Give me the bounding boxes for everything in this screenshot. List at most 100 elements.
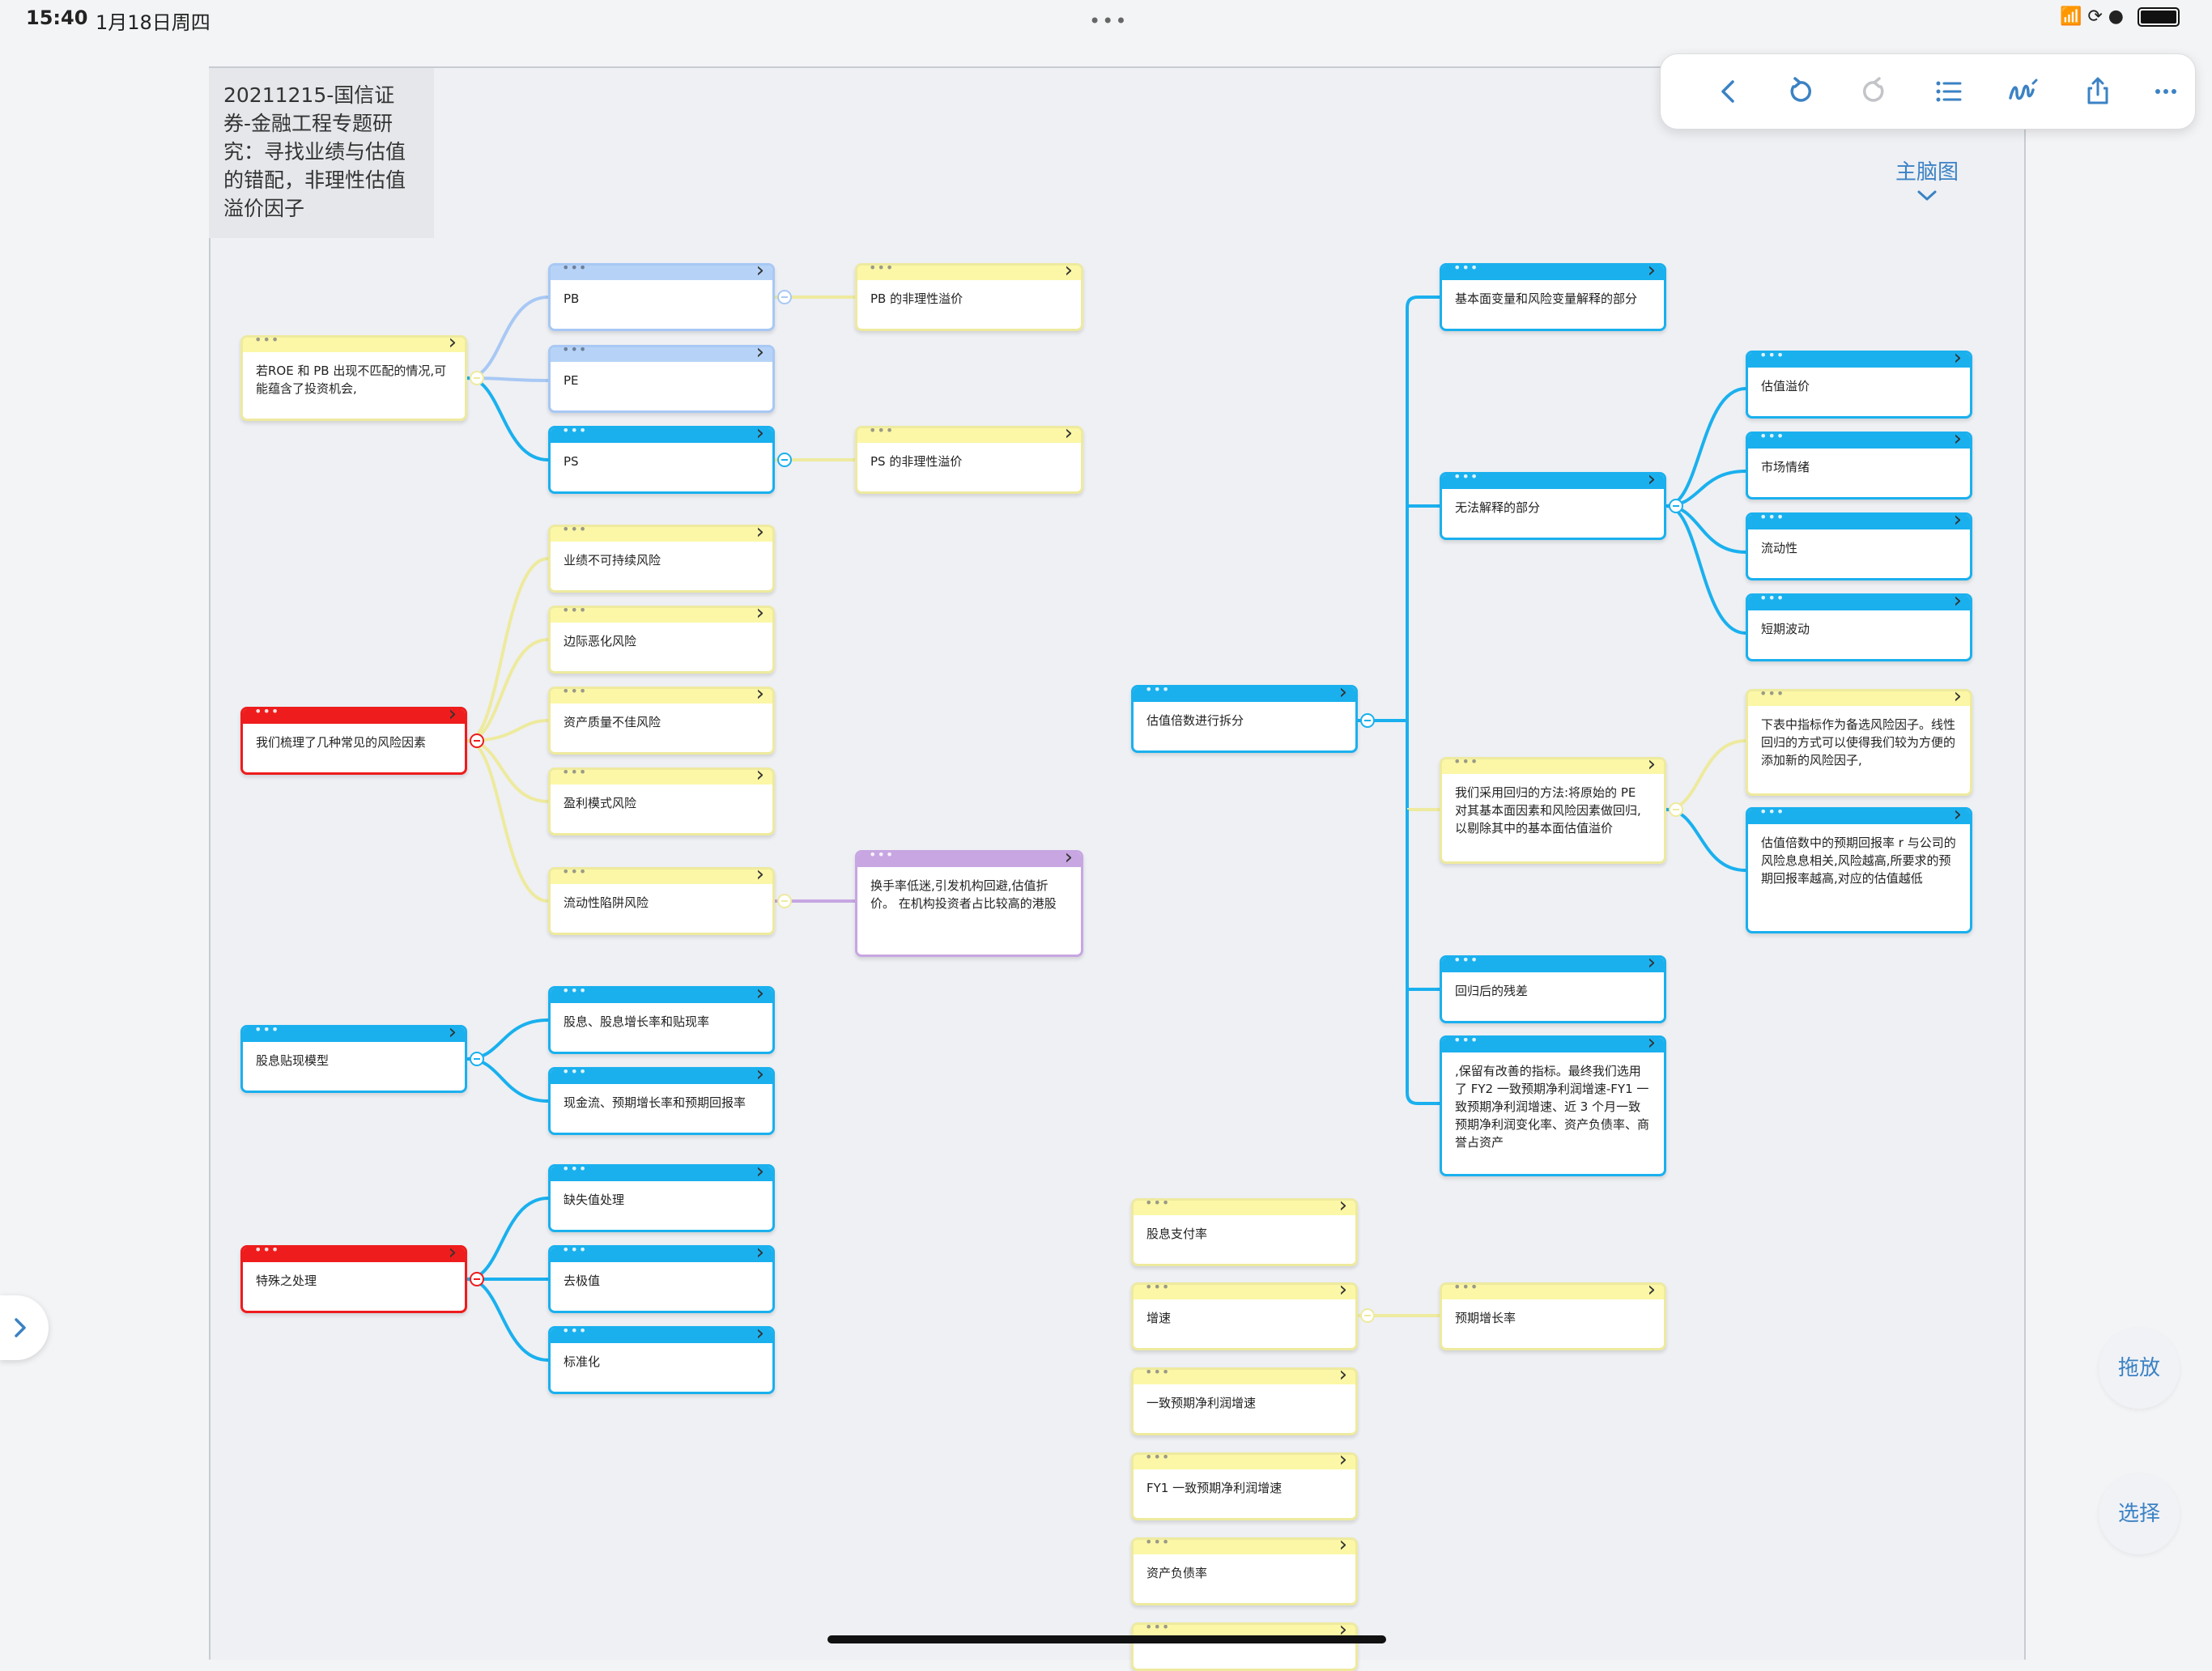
node-metric[interactable]: 资产负债率 (1131, 1537, 1358, 1605)
node-decompose[interactable]: 估值倍数进行拆分 (1131, 685, 1358, 753)
node-text: 若ROE 和 PB 出现不匹配的情况,可能蕴含了投资机会, (256, 364, 447, 396)
node-pe[interactable]: PE (548, 345, 775, 413)
node-special-item[interactable]: 标准化 (548, 1326, 775, 1394)
node-regression-item[interactable]: 下表中指标作为备选风险因子。线性回归的方式可以使得我们较为方便的添加新的风险因子… (1746, 689, 1972, 796)
more-button[interactable] (2143, 69, 2189, 114)
node-text: 我们采用回归的方法:将原始的 PE 对其基本面因素和风险因素做回归,以剔除其中的… (1455, 785, 1641, 836)
node-pb[interactable]: PB (548, 263, 775, 331)
pen-button[interactable] (2001, 69, 2046, 114)
back-button[interactable] (1706, 69, 1751, 114)
node-text: PB (564, 291, 580, 306)
status-bar: 15:40 1月18日周四 ••• 📶 ⟳ ● (0, 0, 2212, 39)
node-regression-item[interactable]: 估值倍数中的预期回报率 r 与公司的风险息息相关,风险越高,所要求的预期回报率越… (1746, 807, 1972, 933)
collapse-knob[interactable] (1360, 1308, 1375, 1323)
collapse-knob[interactable] (777, 894, 792, 908)
node-metric[interactable]: 股息支付率 (1131, 1198, 1358, 1266)
collapse-knob[interactable] (470, 733, 484, 748)
node-risk-item[interactable]: 业绩不可持续风险 (548, 525, 775, 593)
node-liquidity-note[interactable]: 换手率低迷,引发机构回避,估值折价。 在机构投资者占比较高的港股 (855, 850, 1083, 957)
node-unexplained-item[interactable]: 估值溢价 (1746, 351, 1972, 419)
node-text: 一致预期净利润增速 (1146, 1396, 1257, 1410)
undo-icon (1790, 77, 1812, 102)
status-icons: 📶 ⟳ ● (2060, 6, 2180, 27)
status-date: 1月18日周四 (96, 11, 211, 34)
node-risk-item[interactable]: 资产质量不佳风险 (548, 687, 775, 755)
node-ps[interactable]: PS (548, 426, 775, 494)
node-metric[interactable] (1131, 1622, 1358, 1671)
node-text: 我们梳理了几种常见的风险因素 (256, 735, 427, 750)
node-metric[interactable]: 增速 (1131, 1282, 1358, 1350)
collapse-knob[interactable] (470, 371, 484, 385)
collapse-knob[interactable] (470, 1052, 484, 1066)
outline-button[interactable] (1926, 69, 1972, 114)
node-special[interactable]: 特殊之处理 (240, 1245, 467, 1313)
node-text: PS (564, 454, 579, 469)
node-ddm[interactable]: 股息贴现模型 (240, 1025, 467, 1093)
node-text: PE (564, 373, 579, 388)
node-text: 基本面变量和风险变量解释的部分 (1455, 291, 1638, 306)
chevron-left-icon (1721, 80, 1734, 103)
collapse-knob[interactable] (1669, 499, 1683, 513)
node-unexplained-item[interactable]: 流动性 (1746, 512, 1972, 580)
node-text: 盈利模式风险 (564, 796, 637, 810)
node-risk-item[interactable]: 流动性陷阱风险 (548, 867, 775, 935)
view-mode-label: 主脑图 (1895, 160, 1959, 185)
redo-icon (1862, 77, 1884, 102)
collapse-knob[interactable] (470, 1272, 484, 1286)
node-regression[interactable]: 我们采用回归的方法:将原始的 PE 对其基本面因素和风险因素做回归,以剔除其中的… (1440, 757, 1666, 864)
node-text: 缺失值处理 (564, 1193, 625, 1207)
node-roe-mismatch[interactable]: 若ROE 和 PB 出现不匹配的情况,可能蕴含了投资机会, (240, 335, 467, 421)
node-special-item[interactable]: 去极值 (548, 1245, 775, 1313)
node-risk-factors[interactable]: 我们梳理了几种常见的风险因素 (240, 707, 467, 775)
node-growth-sub[interactable]: 预期增长率 (1440, 1282, 1666, 1350)
battery-icon (2138, 7, 2180, 27)
undo-button[interactable] (1777, 69, 1823, 114)
node-metric[interactable]: 一致预期净利润增速 (1131, 1367, 1358, 1435)
node-text: 标准化 (564, 1354, 601, 1369)
node-text: 流动性陷阱风险 (564, 895, 649, 910)
chevron-right-icon (15, 1318, 26, 1337)
node-risk-item[interactable]: 盈利模式风险 (548, 767, 775, 836)
node-text: 去极值 (564, 1273, 601, 1288)
node-ddm-item[interactable]: 现金流、预期增长率和预期回报率 (548, 1067, 775, 1135)
node-text: 股息、股息增长率和贴现率 (564, 1014, 710, 1029)
node-explained[interactable]: 基本面变量和风险变量解释的部分 (1440, 263, 1666, 331)
node-text: 资产质量不佳风险 (564, 715, 661, 729)
node-text: 估值倍数中的预期回报率 r 与公司的风险息息相关,风险越高,所要求的预期回报率越… (1761, 836, 1956, 886)
view-mode-selector[interactable]: 主脑图 (1887, 155, 1967, 203)
document-title[interactable]: 20211215-国信证券-金融工程专题研究：寻找业绩与估值的错配，非理性估值溢… (209, 68, 434, 238)
collapse-knob[interactable] (777, 453, 792, 467)
select-button[interactable]: 选择 (2099, 1473, 2180, 1554)
collapse-knob[interactable] (777, 290, 792, 304)
share-button[interactable] (2075, 69, 2121, 114)
collapse-knob[interactable] (1360, 713, 1375, 728)
node-improved-metrics[interactable]: ,保留有改善的指标。最终我们选用了 FY2 一致预期净利润增速-FY1 一致预期… (1440, 1035, 1666, 1176)
node-pb-premium[interactable]: PB 的非理性溢价 (855, 263, 1083, 331)
node-unexplained-item[interactable]: 市场情绪 (1746, 432, 1972, 500)
node-residual[interactable]: 回归后的残差 (1440, 955, 1666, 1023)
list-icon (1936, 81, 1962, 102)
node-text: 短期波动 (1761, 622, 1810, 636)
node-unexplained[interactable]: 无法解释的部分 (1440, 472, 1666, 540)
node-text: 边际恶化风险 (564, 634, 637, 648)
node-text: 现金流、预期增长率和预期回报率 (564, 1095, 747, 1110)
node-special-item[interactable]: 缺失值处理 (548, 1164, 775, 1232)
home-indicator[interactable] (827, 1635, 1386, 1643)
collapse-knob[interactable] (1669, 802, 1683, 817)
node-text: 增速 (1146, 1311, 1172, 1325)
chevron-down-icon (1917, 190, 1937, 201)
node-ps-premium[interactable]: PS 的非理性溢价 (855, 426, 1083, 494)
node-text: 估值溢价 (1761, 379, 1810, 393)
node-ddm-item[interactable]: 股息、股息增长率和贴现率 (548, 986, 775, 1054)
sidebar-toggle[interactable] (0, 1295, 49, 1360)
node-unexplained-item[interactable]: 短期波动 (1746, 593, 1972, 661)
multitask-dots-icon[interactable]: ••• (1089, 10, 1129, 32)
node-risk-item[interactable]: 边际恶化风险 (548, 606, 775, 674)
orientation-lock-icon: ⟳ (2087, 6, 2103, 27)
node-text: 股息支付率 (1146, 1227, 1208, 1241)
editor-toolbar (1660, 53, 2196, 130)
redo-button[interactable] (1852, 69, 1897, 114)
drag-button[interactable]: 拖放 (2099, 1328, 2180, 1409)
node-metric[interactable]: FY1 一致预期净利润增速 (1131, 1452, 1358, 1520)
node-text: 市场情绪 (1761, 460, 1810, 474)
